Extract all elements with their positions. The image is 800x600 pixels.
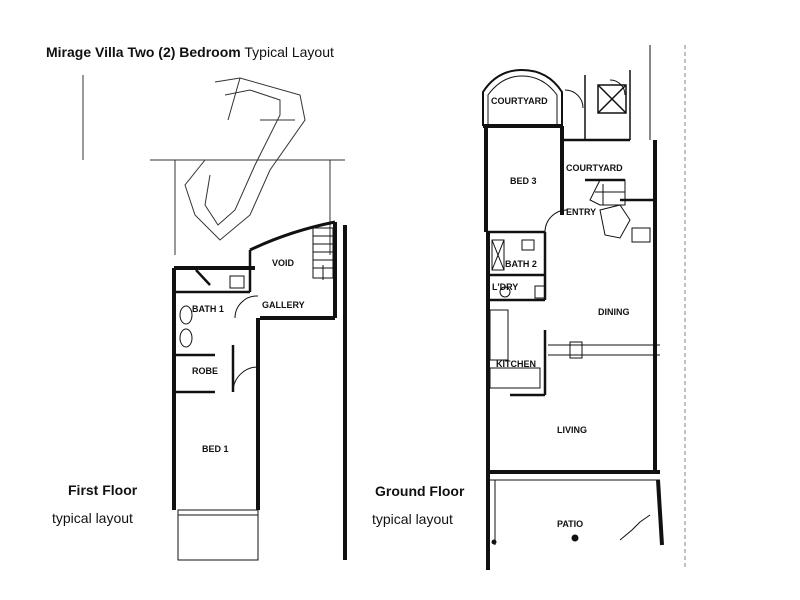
courtyard-arch — [482, 68, 563, 126]
title-bold: Mirage Villa Two (2) Bedroom — [46, 44, 241, 60]
room-label-courtyard-top: COURTYARD — [491, 96, 548, 106]
ground-floor-subtitle: typical layout — [372, 511, 453, 527]
room-label-bed-1: BED 1 — [202, 444, 229, 454]
ground-floor-stair-box — [584, 45, 651, 140]
room-label-patio: PATIO — [557, 519, 583, 529]
first-floor-stairs — [312, 227, 334, 280]
ground-floor-plan — [482, 45, 686, 570]
room-label-bed-3: BED 3 — [510, 176, 537, 186]
room-label-robe: ROBE — [192, 366, 218, 376]
first-floor-walls — [172, 220, 347, 560]
first-floor-plan — [82, 75, 347, 561]
first-floor-fixtures — [179, 275, 259, 393]
ground-floor-walls — [483, 124, 664, 570]
room-label-gallery: GALLERY — [262, 300, 305, 310]
first-floor-title: First Floor — [68, 482, 138, 498]
first-floor-subtitle: typical layout — [52, 510, 133, 526]
room-label-kitchen: KITCHEN — [496, 359, 536, 369]
room-label-bath-2: BATH 2 — [505, 259, 537, 269]
room-label-dining: DINING — [598, 307, 630, 317]
ground-floor-inner-walls — [488, 138, 655, 397]
room-label-entry: ENTRY — [566, 207, 596, 217]
room-label-laundry: L'DRY — [492, 282, 518, 292]
room-label-living: LIVING — [557, 425, 587, 435]
roof-outline — [82, 75, 345, 255]
page-title: Mirage Villa Two (2) Bedroom Typical Lay… — [46, 44, 334, 60]
ground-floor-fixtures — [489, 79, 660, 389]
first-floor-balcony — [177, 509, 259, 561]
patio-area — [488, 479, 660, 545]
entry-stairs — [589, 179, 631, 239]
room-label-courtyard-right: COURTYARD — [566, 163, 623, 173]
room-label-bath-1: BATH 1 — [192, 304, 224, 314]
title-rest: Typical Layout — [244, 44, 334, 60]
room-label-void: VOID — [272, 258, 295, 268]
ground-floor-title: Ground Floor — [375, 483, 465, 499]
